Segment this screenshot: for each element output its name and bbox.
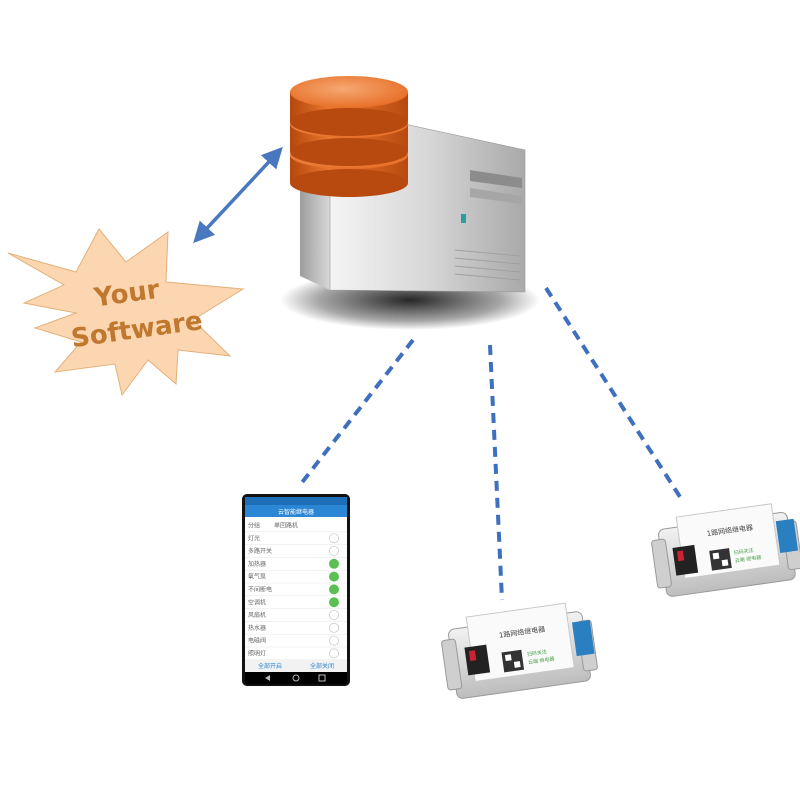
- toggle-on-icon[interactable]: [328, 584, 339, 595]
- connection-line-phone: [298, 338, 415, 487]
- connection-line-device-1: [488, 344, 504, 601]
- device-note-1: 扫码关注: [527, 648, 548, 658]
- toggle-off-icon[interactable]: [328, 648, 339, 659]
- settings-row-label: 分组: [248, 522, 260, 530]
- bidirectional-arrow-icon: [193, 146, 283, 244]
- connector-block: [775, 518, 799, 553]
- toggle-on-icon[interactable]: [328, 571, 339, 582]
- all-off-button[interactable]: 全部关闭: [310, 662, 334, 670]
- qr-code-icon: [709, 548, 732, 571]
- phone-header-title: 云智能继电器: [278, 508, 314, 516]
- settings-row-label: 电磁阀: [248, 637, 266, 645]
- all-on-button[interactable]: 全部开启: [258, 662, 282, 670]
- settings-row-label: 照明灯: [248, 650, 266, 658]
- mount-tab: [441, 638, 463, 691]
- settings-row[interactable]: 加热器: [245, 558, 347, 571]
- smartphone: 云智能继电器 分组 单回路机灯光多路开关加热器氧气泵不间断电空调机风扇机热水器电磁…: [242, 494, 350, 686]
- settings-row-label: 加热器: [248, 560, 266, 568]
- phone-footer: [245, 660, 347, 672]
- toggle-off-icon[interactable]: [328, 533, 339, 544]
- terminal-block: [464, 644, 491, 676]
- settings-row-label: 多路开关: [248, 547, 272, 555]
- connector-block: [571, 619, 595, 657]
- drive-bay: [470, 170, 522, 188]
- settings-row-label: 不间断电: [248, 586, 272, 594]
- settings-row[interactable]: 热水器: [245, 622, 347, 635]
- settings-row-label: 风扇机: [248, 611, 266, 619]
- connection-line-device-2: [544, 286, 684, 502]
- settings-row[interactable]: 氧气泵: [245, 571, 347, 584]
- settings-row[interactable]: 多路开关: [245, 546, 347, 558]
- settings-row[interactable]: 风扇机: [245, 610, 347, 622]
- drive-bay: [470, 188, 522, 204]
- recent-apps-icon[interactable]: [318, 674, 326, 682]
- qr-code-icon: [501, 649, 525, 673]
- device-note-2: 云端 继电器: [734, 554, 761, 565]
- toggle-off-icon[interactable]: [328, 546, 339, 557]
- relay-device-1: 1路网络继电器 扫码关注 云端 继电器: [441, 602, 598, 699]
- database-icon: [290, 76, 408, 197]
- phone-header: [245, 505, 347, 517]
- settings-row[interactable]: 灯光: [245, 533, 347, 545]
- phone-nav-bar: [245, 672, 347, 684]
- toggle-off-icon[interactable]: [328, 610, 339, 621]
- settings-row[interactable]: 电磁阀: [245, 635, 347, 648]
- settings-row[interactable]: 照明灯: [245, 648, 347, 661]
- settings-row-label: 热水器: [248, 624, 266, 632]
- device-note-2: 云端 继电器: [528, 655, 555, 666]
- back-icon[interactable]: [265, 675, 270, 681]
- burst-shape: [7, 228, 245, 397]
- settings-row-value: 单回路机: [274, 522, 298, 530]
- phone-status-bar: [245, 497, 347, 505]
- settings-row-label: 灯光: [248, 534, 260, 542]
- terminal-block: [672, 544, 699, 576]
- settings-row[interactable]: 不间断电: [245, 584, 347, 597]
- toggle-on-icon[interactable]: [328, 558, 339, 569]
- software-burst: Your Software: [7, 228, 245, 397]
- toggle-off-icon[interactable]: [328, 635, 339, 646]
- device-note-1: 扫码关注: [733, 547, 754, 557]
- settings-row-label: 空调机: [248, 598, 266, 606]
- toggle-off-icon[interactable]: [328, 622, 339, 633]
- settings-row-label: 氧气泵: [248, 573, 266, 581]
- mount-tab: [651, 538, 672, 589]
- toggle-on-icon[interactable]: [328, 597, 339, 608]
- settings-row[interactable]: 分组 单回路机: [245, 522, 347, 533]
- relay-device-2: 1路网络继电器 扫码关注 云端 继电器: [651, 503, 800, 597]
- settings-row[interactable]: 空调机: [245, 597, 347, 609]
- home-icon[interactable]: [292, 674, 300, 682]
- power-led-icon: [461, 214, 466, 223]
